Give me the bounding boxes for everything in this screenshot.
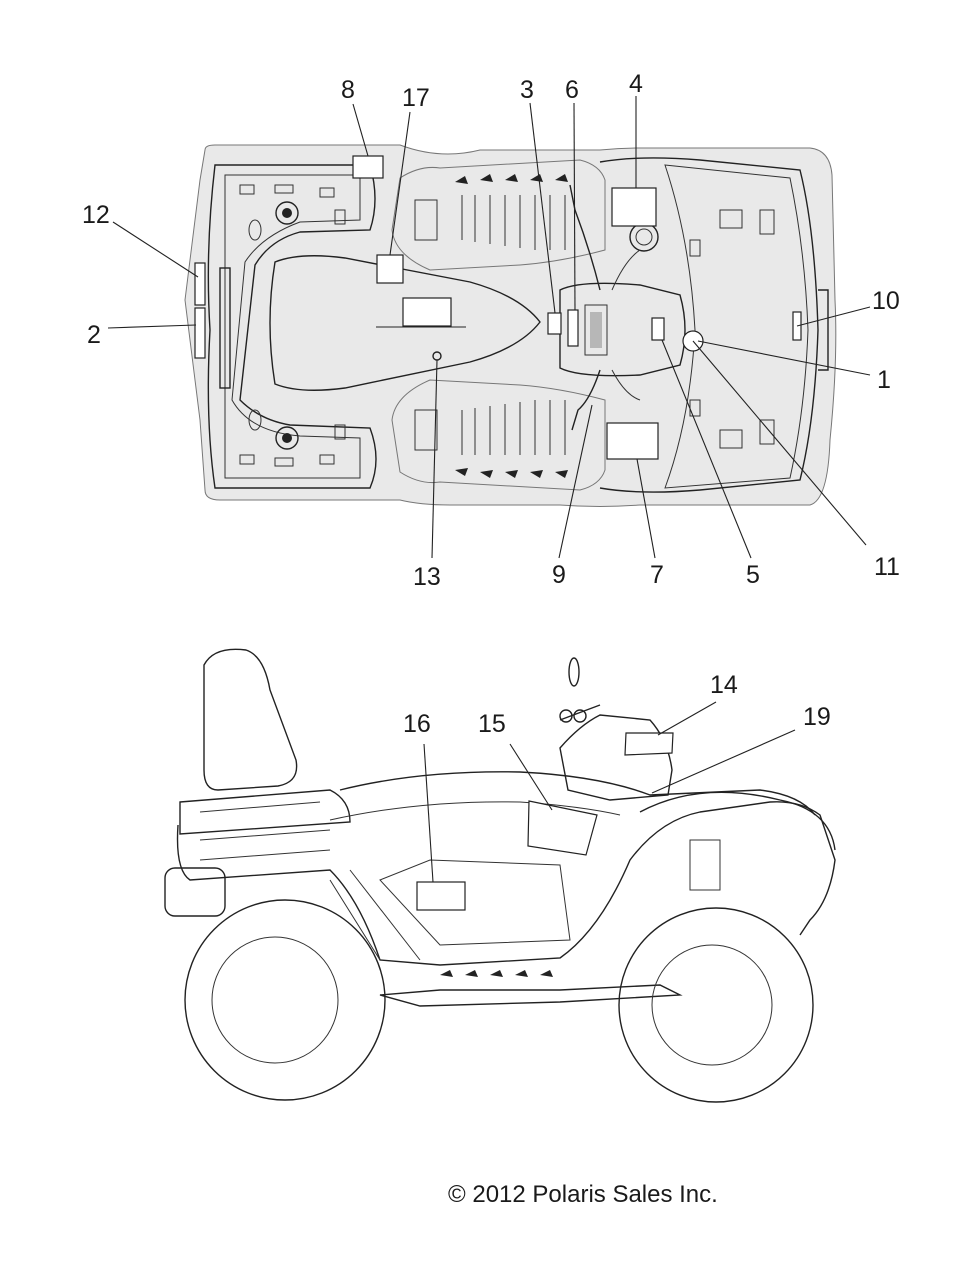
callout-4: 4 [629, 70, 643, 98]
callout-3: 3 [520, 76, 534, 104]
callout-1: 1 [877, 366, 891, 394]
atv-top-view [107, 96, 871, 559]
callout-2: 2 [87, 321, 101, 349]
callout-labels: 1 2 3 4 5 6 7 8 9 10 11 12 13 14 15 16 1… [82, 70, 900, 738]
callout-15: 15 [478, 710, 506, 738]
atv-side-view [164, 648, 836, 1103]
copyright-notice: © 2012 Polaris Sales Inc. [448, 1181, 718, 1208]
callout-19: 19 [803, 703, 831, 731]
callout-10: 10 [872, 287, 900, 315]
callout-16: 16 [403, 710, 431, 738]
callout-5: 5 [746, 561, 760, 589]
callout-11: 11 [874, 553, 900, 581]
callout-13: 13 [413, 563, 441, 591]
callout-12: 12 [82, 201, 110, 229]
callout-7: 7 [650, 561, 664, 589]
callout-17: 17 [402, 84, 430, 112]
callout-14: 14 [710, 671, 738, 699]
callout-9: 9 [552, 561, 566, 589]
callout-8: 8 [341, 76, 355, 104]
callout-6: 6 [565, 76, 579, 104]
